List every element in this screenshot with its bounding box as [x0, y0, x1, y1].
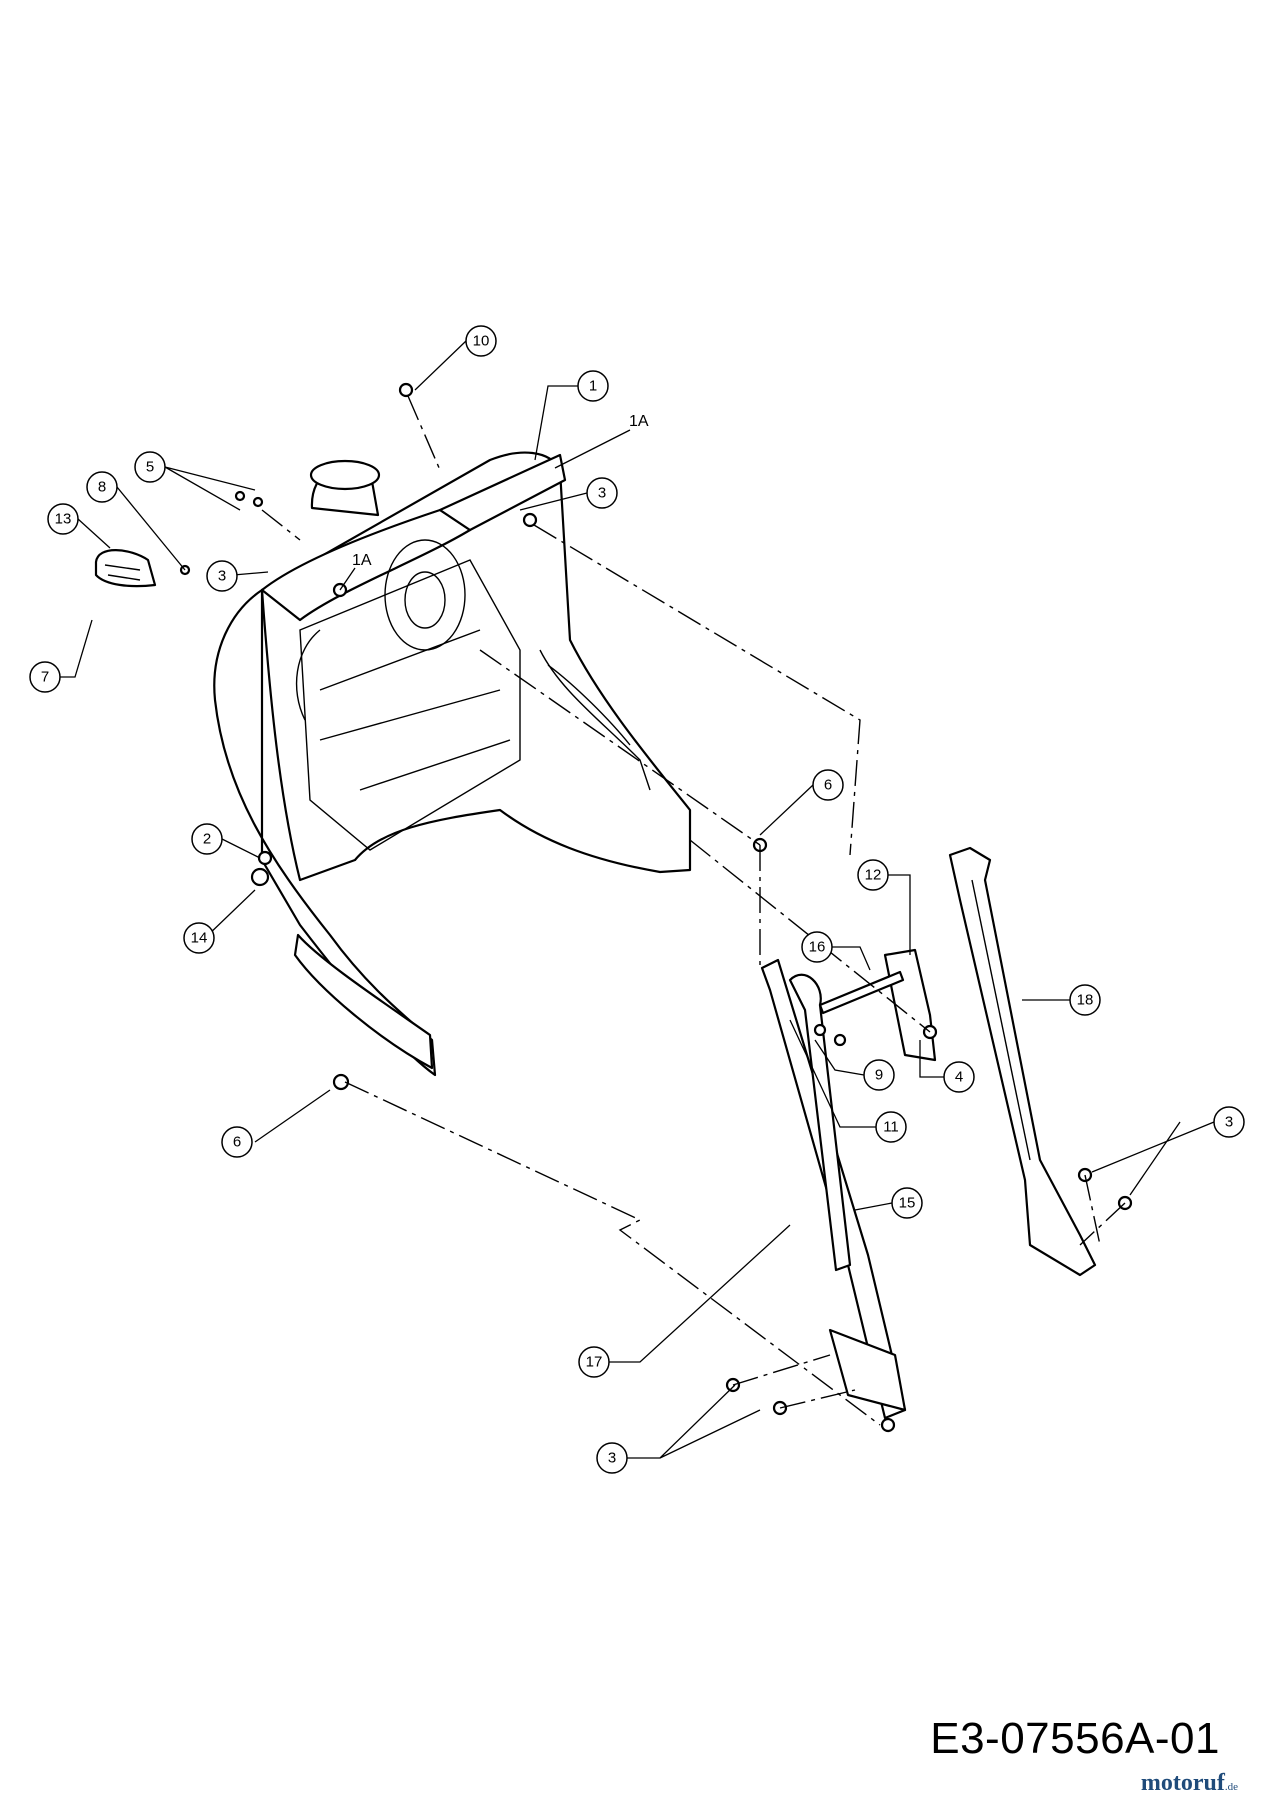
watermark-logo: motoruf.de [1141, 1770, 1238, 1797]
callout-6-right: 6 [812, 769, 844, 801]
callout-16: 16 [801, 931, 833, 963]
callout-5: 5 [134, 451, 166, 483]
callout-10-label: 10 [473, 333, 490, 350]
assembly-lines [261, 395, 1126, 1426]
callout-3-top-label: 3 [598, 485, 606, 502]
callout-leaders [45, 340, 1215, 1459]
callout-3-bottom: 3 [596, 1442, 628, 1474]
callout-3-right-label: 3 [1225, 1114, 1233, 1131]
pivot-pin-16 [818, 970, 905, 1015]
callout-15-label: 15 [899, 1195, 916, 1212]
callout-18: 18 [1069, 984, 1101, 1016]
callout-1a-top-label: 1A [629, 413, 649, 430]
callout-10: 10 [465, 325, 497, 357]
callout-18-label: 18 [1077, 992, 1094, 1009]
callout-1: 1 [577, 370, 609, 402]
callout-6-left: 6 [221, 1126, 253, 1158]
callout-7: 7 [29, 661, 61, 693]
callout-6-right-label: 6 [824, 777, 832, 794]
callout-16-label: 16 [809, 939, 826, 956]
callout-4-label: 4 [955, 1069, 963, 1086]
callout-13: 13 [47, 503, 79, 535]
callout-6-left-label: 6 [233, 1134, 241, 1151]
callout-13-label: 13 [55, 511, 72, 528]
callout-12-label: 12 [865, 867, 882, 884]
callout-3-bottom-label: 3 [608, 1450, 616, 1467]
callout-11-label: 11 [883, 1119, 899, 1136]
callout-14: 14 [183, 922, 215, 954]
callout-15: 15 [891, 1187, 923, 1219]
callout-17: 17 [578, 1346, 610, 1378]
handle-bracket-15 [760, 958, 907, 1420]
handle-bracket-18 [948, 846, 1097, 1277]
callout-1a-mid-label: 1A [352, 552, 372, 569]
callout-3-left: 3 [206, 560, 238, 592]
callout-3-left-label: 3 [218, 568, 226, 585]
callout-7-label: 7 [41, 669, 49, 686]
callout-3-top: 3 [586, 477, 618, 509]
drawing-code: E3-07556A-01 [930, 1714, 1220, 1763]
callout-2: 2 [191, 823, 223, 855]
watermark-name: motoruf [1140, 1770, 1225, 1796]
callout-9-label: 9 [875, 1067, 883, 1084]
callout-14-label: 14 [191, 930, 208, 947]
callout-9: 9 [863, 1059, 895, 1091]
callout-2-label: 2 [203, 831, 211, 848]
watermark-tld: .de [1224, 1781, 1238, 1793]
dashboard-console [213, 451, 692, 1077]
callout-5-label: 5 [146, 459, 154, 476]
callout-3-right: 3 [1213, 1106, 1245, 1138]
latch-12 [883, 948, 937, 1062]
callout-12: 12 [857, 859, 889, 891]
callout-1-label: 1 [589, 378, 597, 395]
knob-13 [94, 549, 157, 588]
callout-17-label: 17 [586, 1354, 603, 1371]
callout-11: 11 [875, 1111, 907, 1143]
callout-4: 4 [943, 1061, 975, 1093]
callout-8-label: 8 [98, 479, 106, 496]
callout-8: 8 [86, 471, 118, 503]
